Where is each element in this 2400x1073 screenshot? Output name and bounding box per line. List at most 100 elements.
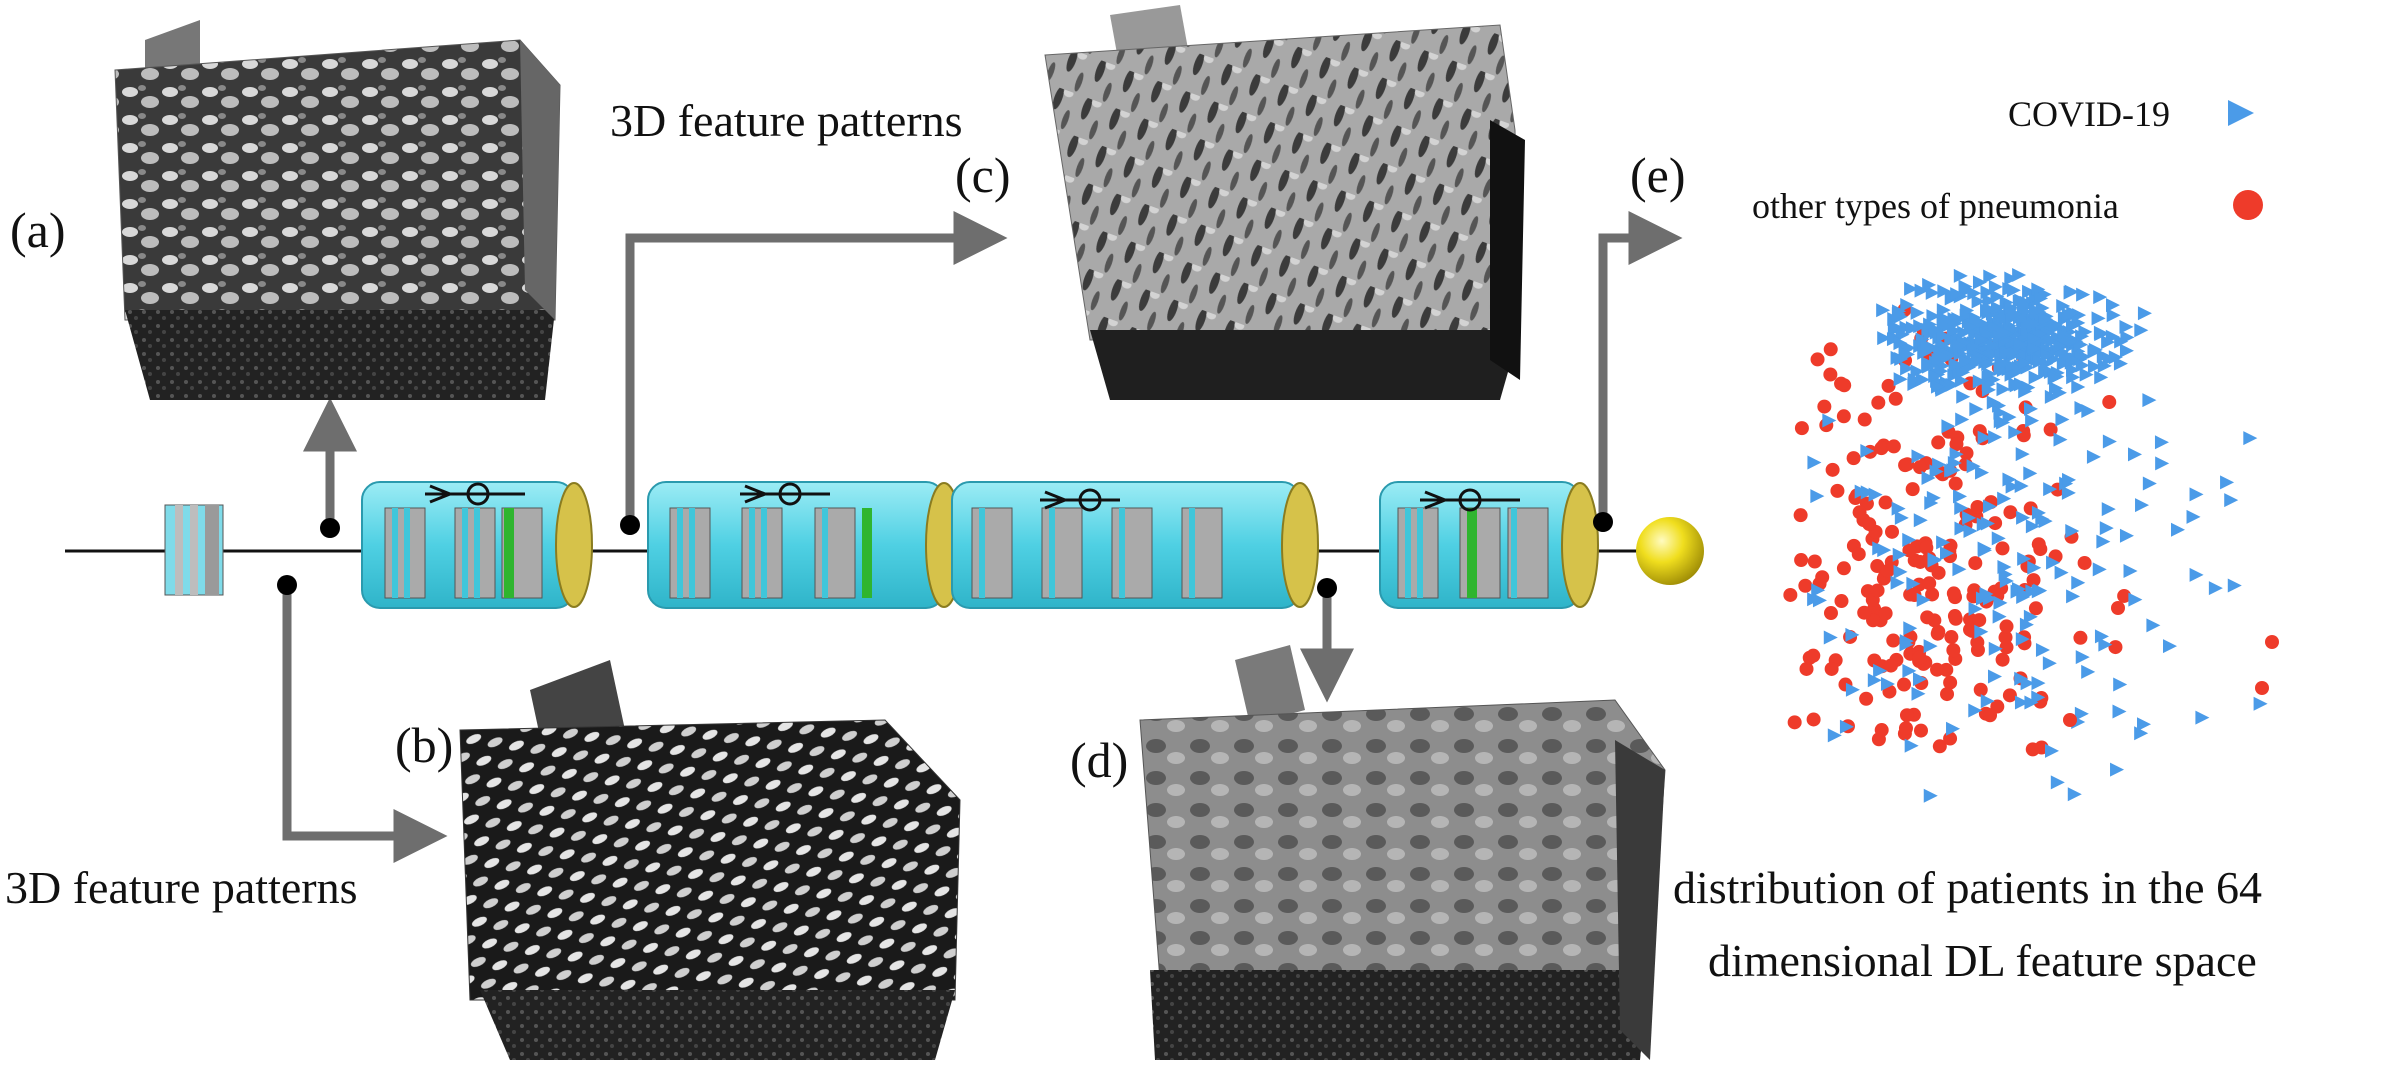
covid-point: [2146, 618, 2161, 633]
covid-point: [1860, 443, 1875, 458]
other-pneumonia-point: [1878, 495, 1893, 510]
covid-point: [1949, 447, 1964, 462]
covid-point: [1906, 576, 1921, 591]
tap-dot-b: [277, 575, 297, 595]
other-pneumonia-point: [1798, 578, 1813, 593]
covid-point: [1917, 345, 1932, 360]
other-pneumonia-point: [1973, 682, 1988, 697]
other-pneumonia-point: [1793, 508, 1808, 523]
covid-point: [2094, 370, 2109, 385]
covid-point: [2006, 345, 2021, 360]
covid-point: [1966, 459, 1981, 474]
covid-point: [1936, 328, 1951, 343]
covid-point: [1946, 721, 1961, 736]
covid-point: [2253, 696, 2268, 711]
covid-point: [2113, 677, 2128, 692]
covid-point: [2046, 555, 2061, 570]
other-pneumonia-point: [1823, 342, 1838, 357]
covid-point: [1905, 321, 1920, 336]
covid-point: [1999, 344, 2014, 359]
covid-point: [2008, 306, 2023, 321]
covid-point: [2028, 370, 2043, 385]
other-pneumonia-point: [1806, 712, 1821, 727]
covid-point: [1903, 621, 1918, 636]
other-legend-marker: [2233, 190, 2263, 220]
other-pneumonia-point: [1913, 723, 1928, 738]
covid-point: [2023, 401, 2038, 416]
tap-dot-d: [1317, 578, 1337, 598]
covid-point: [2035, 643, 2050, 658]
covid-point: [2063, 334, 2078, 349]
other-pneumonia-point: [2016, 424, 2031, 439]
covid-point: [2119, 319, 2134, 334]
covid-point: [2019, 617, 2034, 632]
covid-point: [2189, 567, 2204, 582]
covid-point: [1916, 592, 1931, 607]
tap-dot-e: [1593, 512, 1613, 532]
other-pneumonia-point: [1998, 630, 2013, 645]
other-pneumonia-point: [1944, 630, 1959, 645]
covid-point: [1956, 389, 1971, 404]
other-pneumonia-point: [1898, 721, 1913, 736]
covid-point: [1894, 510, 1909, 525]
covid-point: [1972, 275, 1987, 290]
covid-point: [2105, 329, 2120, 344]
covid-point: [2045, 743, 2060, 758]
other-pneumonia-point: [1912, 650, 1927, 665]
covid-point: [1810, 489, 1825, 504]
covid-point: [1873, 663, 1888, 678]
other-pneumonia-point: [1900, 457, 1915, 472]
covid-point: [2006, 283, 2021, 298]
covid-point: [2002, 410, 2017, 425]
covid-point: [1998, 567, 2013, 582]
covid-point: [1904, 738, 1919, 753]
covid-point: [2027, 341, 2042, 356]
other-pneumonia-point: [1783, 587, 1798, 602]
covid-point: [2128, 592, 2143, 607]
other-pneumonia-point: [1817, 399, 1832, 414]
covid-point: [1980, 694, 1995, 709]
other-pneumonia-point: [2255, 681, 2269, 695]
covid-point: [2093, 290, 2108, 305]
covid-point: [1953, 268, 1968, 283]
covid-point: [1982, 366, 1997, 381]
covid-point: [1969, 402, 1984, 417]
other-pneumonia-point: [1857, 412, 1872, 427]
other-pneumonia-point: [1823, 606, 1838, 621]
covid-point: [2119, 528, 2134, 543]
panel-label-e: (e): [1630, 147, 1686, 203]
covid-point: [1888, 320, 1903, 335]
covid-point: [2208, 581, 2223, 596]
covid-point: [2035, 301, 2050, 316]
covid-point: [2113, 356, 2128, 371]
other-pneumonia-point: [2025, 742, 2040, 757]
covid-point: [1913, 513, 1928, 528]
covid-point: [1950, 287, 1965, 302]
other-pneumonia-point: [1874, 441, 1889, 456]
other-pneumonia-point: [1880, 563, 1895, 578]
covid-point: [1845, 627, 1860, 642]
covid-point: [1811, 583, 1826, 598]
covid-point: [1895, 327, 1910, 342]
covid-point: [1926, 490, 1941, 505]
covid-point: [1927, 553, 1942, 568]
other-pneumonia-point: [1815, 570, 1830, 585]
covid-point: [1971, 294, 1986, 309]
covid-point: [1941, 419, 1956, 434]
attention-symbol-4: [1420, 488, 1520, 512]
covid-point: [1981, 356, 1996, 371]
covid-point: [1986, 338, 2001, 353]
covid-point: [2014, 671, 2029, 686]
other-pneumonia-point: [2063, 713, 2077, 727]
covid-point: [2055, 412, 2070, 427]
other-pneumonia-point: [1862, 517, 1877, 532]
covid-point: [2092, 562, 2107, 577]
covid-point: [2097, 358, 2112, 373]
covid-point: [1963, 523, 1978, 538]
covid-point: [2224, 493, 2239, 508]
covid-point: [1901, 347, 1916, 362]
other-pneumonia-point: [1881, 378, 1896, 393]
covid-point: [2053, 432, 2068, 447]
other-pneumonia-point: [1799, 661, 1814, 676]
covid-point: [1893, 372, 1908, 387]
